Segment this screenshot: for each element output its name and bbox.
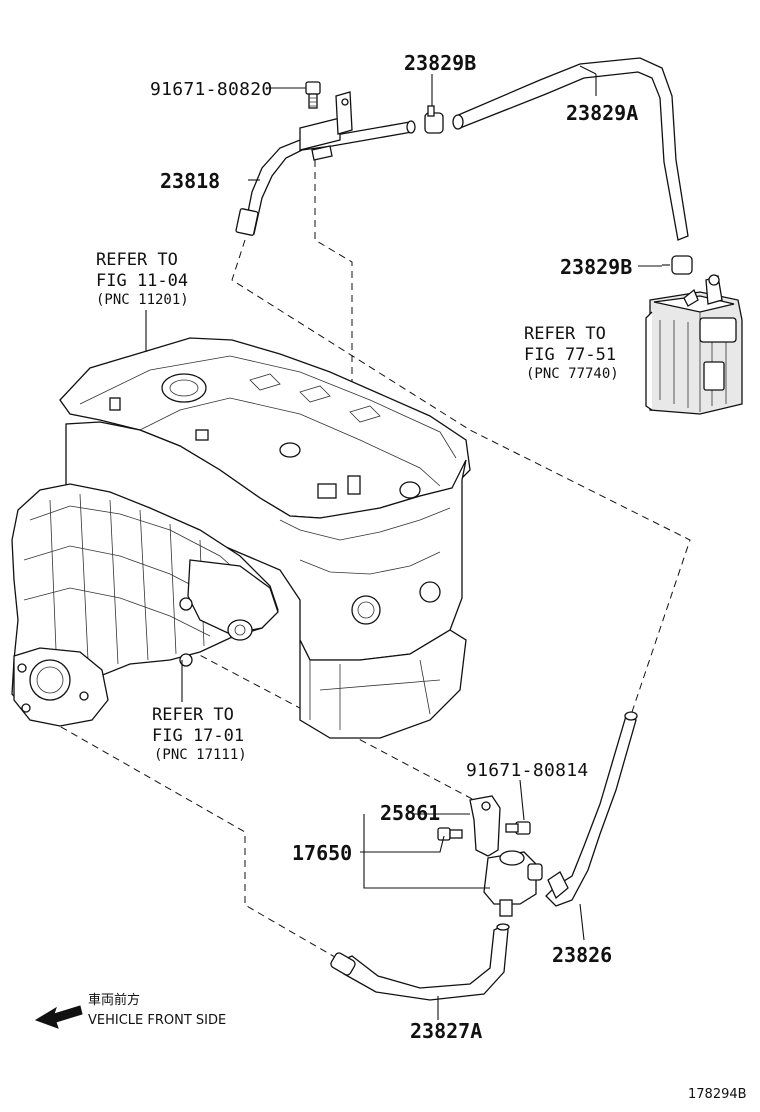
ref1-line3: (PNC 11201) [96, 292, 189, 308]
hose-23827A [330, 923, 510, 1001]
label-23829B-mid: 23829B [560, 255, 632, 279]
label-91671-80814: 91671-80814 [466, 760, 589, 781]
label-23826: 23826 [552, 943, 612, 967]
hose-23829A [452, 57, 689, 241]
leader-lines [145, 65, 662, 1020]
engine-block [59, 337, 471, 739]
ref3-line1: REFER TO [152, 705, 234, 725]
bolt-91671-80814 [505, 821, 531, 835]
front-label-jp: 車両前方 [88, 992, 140, 1008]
front-label-en: VEHICLE FRONT SIDE [88, 1013, 226, 1028]
figure-id: 178294B [688, 1087, 747, 1102]
label-23829B-top: 23829B [404, 51, 476, 75]
ref3-line2: FIG 17-01 [152, 726, 244, 746]
label-23818: 23818 [160, 169, 220, 193]
charcoal-canister [645, 274, 743, 415]
bolt-91671-80820 [305, 81, 321, 109]
label-17650: 17650 [292, 841, 352, 865]
label-25861: 25861 [380, 801, 440, 825]
ref3-line3: (PNC 17111) [154, 747, 247, 763]
front-arrow-icon [34, 1005, 83, 1029]
ref2-line2: FIG 77-51 [524, 345, 616, 365]
vehicle-front-indicator: 車両前方 VEHICLE FRONT SIDE [34, 992, 226, 1029]
reference-fig-11-04: REFER TO FIG 11-04 (PNC 11201) [96, 250, 189, 308]
label-91671-80820: 91671-80820 [150, 79, 273, 100]
label-23829A: 23829A [566, 101, 638, 125]
hose-23826 [545, 711, 638, 907]
ref1-line1: REFER TO [96, 250, 178, 270]
label-23827A: 23827A [410, 1019, 482, 1043]
reference-fig-77-51: REFER TO FIG 77-51 (PNC 77740) [524, 324, 619, 382]
ref2-line1: REFER TO [524, 324, 606, 344]
ref1-line2: FIG 11-04 [96, 271, 188, 291]
bolt-17650 [437, 827, 463, 841]
ref2-line3: (PNC 77740) [526, 366, 619, 382]
reference-fig-17-01: REFER TO FIG 17-01 (PNC 17111) [152, 705, 247, 763]
intake-manifold [11, 483, 279, 727]
clamp-23829B-top [424, 105, 444, 134]
vacuum-switching-valve [469, 795, 543, 917]
purge-hose-23818 [235, 91, 416, 236]
clamp-23829B-mid [662, 255, 693, 275]
